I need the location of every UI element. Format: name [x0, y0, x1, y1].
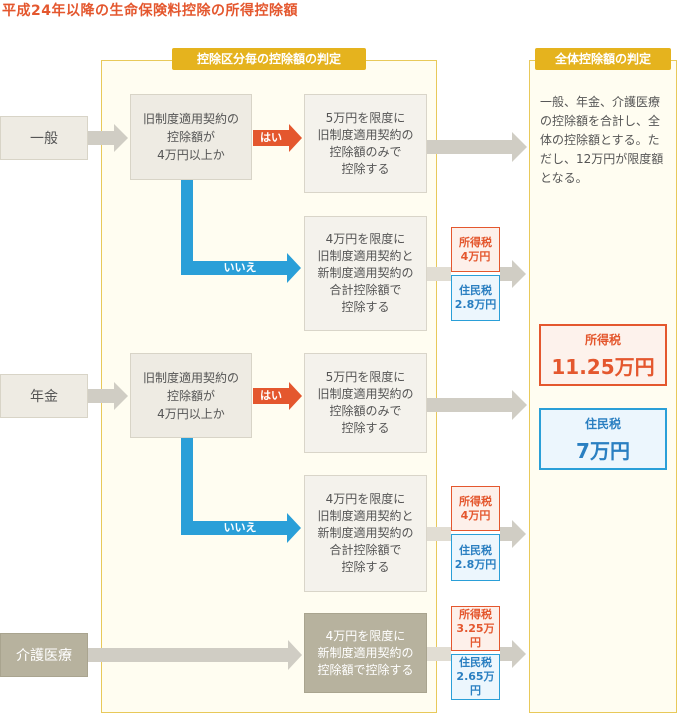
- yes-label-pension: はい: [260, 389, 282, 402]
- arrow-general-combined-to-total: [500, 260, 526, 288]
- total-deduction-header: 全体控除額の判定: [535, 48, 671, 70]
- category-pension: 年金: [0, 374, 88, 418]
- total-income-tax-label: 所得税: [584, 332, 621, 347]
- yes-arrow-pension: [253, 382, 302, 410]
- arrow-pension-to-question: [88, 382, 128, 410]
- connector-pension-combined: [427, 527, 451, 541]
- total-resident-tax: 住民税 7万円: [539, 408, 667, 470]
- result-care-medical: 4万円を限度に 新制度適用契約の 控除額で控除する: [304, 613, 427, 693]
- result-pension-old-only: 5万円を限度に 旧制度適用契約の 控除額のみで 控除する: [304, 353, 427, 453]
- badge-care-resident-tax: 住民税 2.65万円: [451, 654, 500, 700]
- result-pension-combined: 4万円を限度に 旧制度適用契約と 新制度適用契約の 合計控除額で 控除する: [304, 475, 427, 592]
- no-arrow-pension: [181, 438, 301, 543]
- no-arrow-general: [181, 180, 301, 283]
- result-general-old-only: 5万円を限度に 旧制度適用契約の 控除額のみで 控除する: [304, 94, 427, 193]
- arrow-care-to-result: [88, 640, 302, 670]
- page-title: 平成24年以降の生命保険料控除の所得控除額: [2, 3, 298, 19]
- yes-arrow-general: [253, 124, 302, 152]
- badge-pension-income-tax: 所得税 4万円: [451, 486, 500, 531]
- yes-label-general: はい: [260, 131, 282, 144]
- total-resident-tax-label: 住民税: [584, 416, 621, 431]
- badge-care-income-tax: 所得税 3.25万円: [451, 606, 500, 651]
- badge-general-income-tax: 所得税 4万円: [451, 227, 500, 272]
- arrow-pension-old-to-total: [427, 390, 527, 420]
- arrow-care-to-total: [500, 640, 526, 668]
- category-general: 一般: [0, 116, 88, 160]
- no-label-general: いいえ: [223, 261, 257, 274]
- arrow-pension-combined-to-total: [500, 520, 526, 548]
- total-income-tax: 所得税 11.25万円: [539, 324, 667, 386]
- arrow-general-to-question: [88, 124, 128, 152]
- connector-care: [427, 647, 451, 661]
- no-label-pension: いいえ: [223, 521, 257, 534]
- badge-pension-resident-tax: 住民税 2.8万円: [451, 534, 500, 581]
- result-general-combined: 4万円を限度に 旧制度適用契約と 新制度適用契約の 合計控除額で 控除する: [304, 216, 427, 331]
- badge-general-resident-tax: 住民税 2.8万円: [451, 275, 500, 321]
- category-deduction-header: 控除区分毎の控除額の判定: [172, 48, 366, 70]
- connector-general-combined: [427, 267, 451, 281]
- category-care-medical: 介護医療: [0, 633, 88, 677]
- total-deduction-panel: [529, 60, 677, 713]
- total-deduction-note: 一般、年金、介護医療の控除額を合計し、全体の控除額とする。ただし、12万円が限度…: [540, 95, 664, 185]
- total-resident-tax-value: 7万円: [576, 438, 630, 463]
- arrow-general-old-to-total: [427, 132, 527, 162]
- total-income-tax-value: 11.25万円: [551, 354, 655, 379]
- question-pension: 旧制度適用契約の 控除額が 4万円以上か: [130, 353, 252, 438]
- question-general: 旧制度適用契約の 控除額が 4万円以上か: [130, 94, 252, 180]
